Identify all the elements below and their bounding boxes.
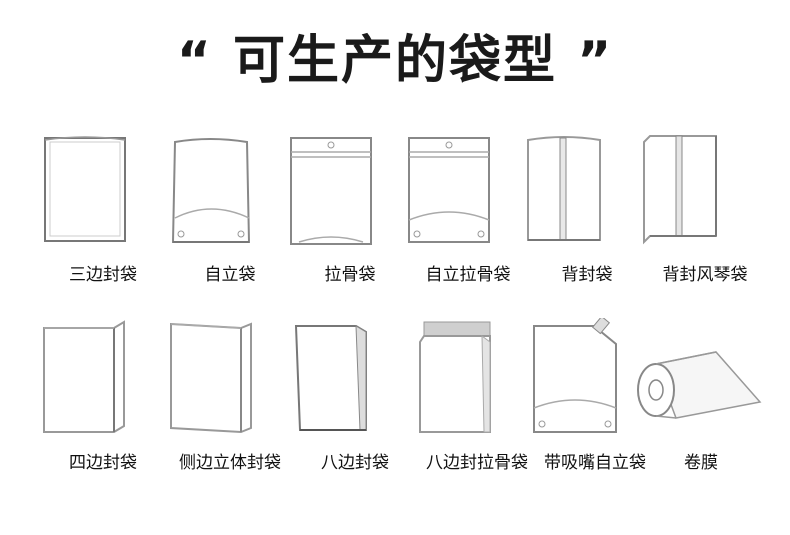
- bag-label: 八边封袋: [321, 453, 389, 473]
- bag-item-stand-up-zipper-pouch: 自立拉骨袋: [403, 130, 533, 320]
- bag-label: 侧边立体封袋: [179, 453, 281, 473]
- bag-label: 卷膜: [684, 453, 718, 473]
- bag-item-eight-side-seal: 八边封袋: [290, 318, 420, 508]
- zipper-bag-icon: [290, 137, 372, 245]
- bag-label: 自立拉骨袋: [425, 265, 511, 285]
- stand-up-pouch-icon: [171, 138, 251, 243]
- bag-label: 背封袋: [561, 265, 613, 285]
- bag-item-stand-up-pouch: 自立袋: [165, 130, 295, 320]
- stand-up-zipper-pouch-icon: [408, 137, 490, 243]
- bag-label: 三边封袋: [69, 265, 137, 285]
- back-seal-bag-icon: [527, 136, 601, 241]
- bag-item-side-gusset: 侧边立体封袋: [165, 318, 295, 508]
- bag-item-back-seal-gusset: 背封风琴袋: [640, 130, 770, 320]
- spout-stand-up-pouch-icon: [533, 318, 617, 433]
- bag-label: 带吸嘴自立袋: [544, 453, 646, 473]
- eight-side-seal-zipper-bag-icon: [419, 321, 491, 433]
- bag-label: 背封风琴袋: [662, 265, 748, 285]
- bag-label: 八边封拉骨袋: [426, 453, 528, 473]
- bag-item-three-side-seal: 三边封袋: [38, 130, 168, 320]
- page-title: “ 可生产的袋型 ”: [176, 31, 614, 91]
- three-side-seal-bag-icon: [44, 136, 126, 242]
- bag-item-back-seal: 背封袋: [522, 130, 652, 320]
- side-gusset-bag-icon: [170, 322, 252, 434]
- back-seal-gusset-bag-icon: [643, 135, 717, 245]
- bag-label: 自立袋: [204, 265, 256, 285]
- bag-item-four-side-seal: 四边封袋: [38, 318, 168, 508]
- bag-item-zipper-bag: 拉骨袋: [285, 130, 415, 320]
- eight-side-seal-bag-icon: [294, 325, 367, 431]
- bag-item-spout-stand-up-pouch: 带吸嘴自立袋: [530, 318, 660, 508]
- bag-label: 四边封袋: [69, 453, 137, 473]
- four-side-seal-bag-icon: [43, 320, 125, 433]
- bag-label: 拉骨袋: [324, 265, 376, 285]
- bag-item-eight-side-seal-zipper: 八边封拉骨袋: [412, 318, 542, 508]
- film-roll-icon: [637, 351, 762, 419]
- bag-item-film-roll: 卷膜: [636, 318, 766, 508]
